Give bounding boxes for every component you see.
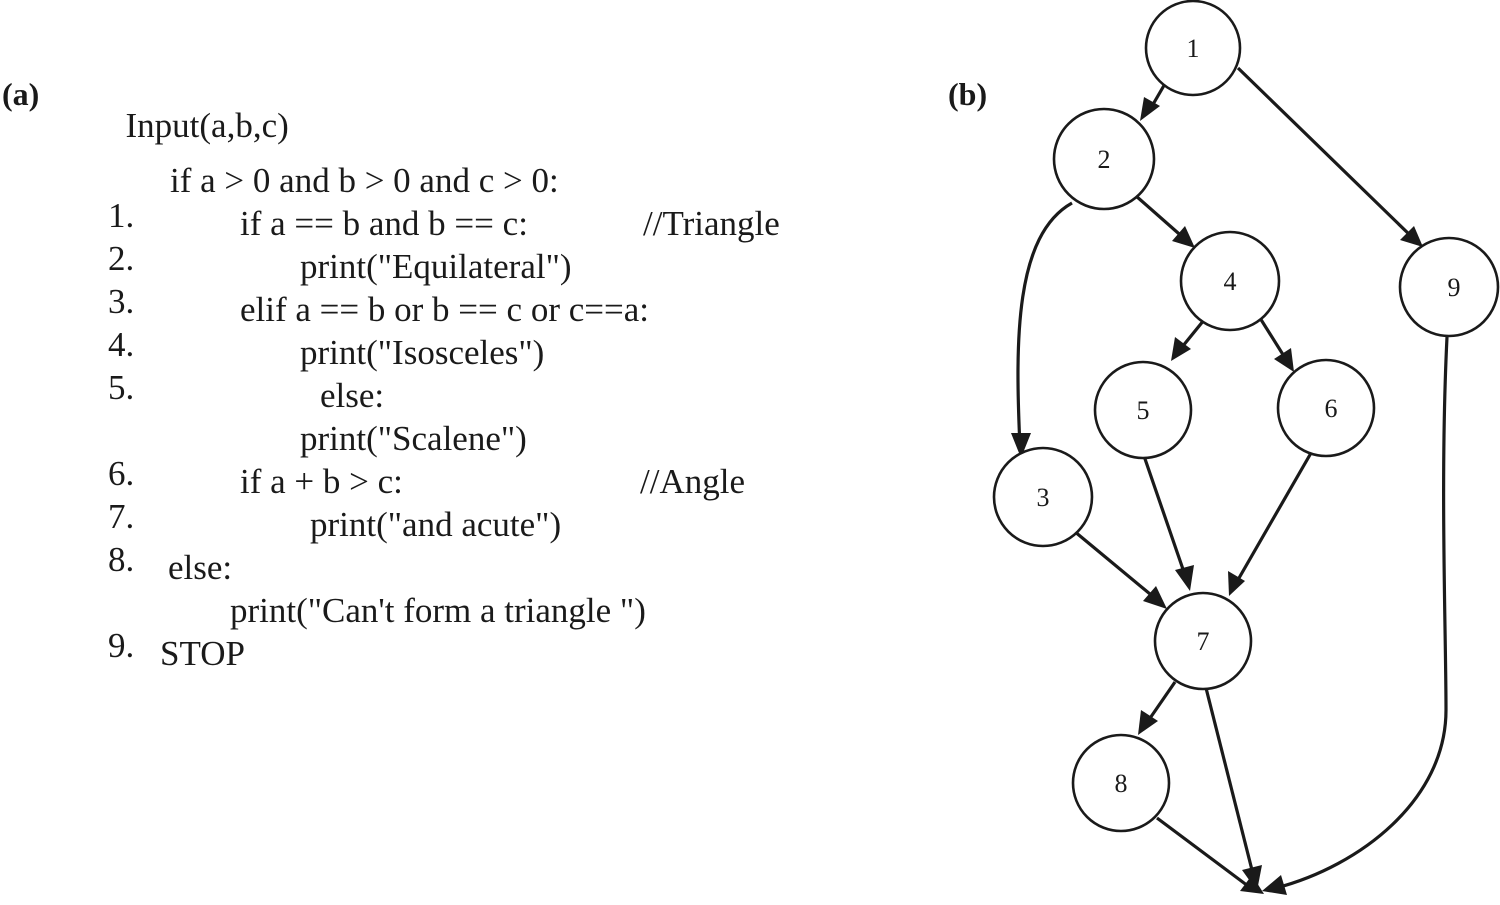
code-text: print("Can't form a triangle ")	[230, 591, 646, 630]
line-number: 8.	[108, 540, 135, 579]
code-text: Input(a,b,c)	[125, 106, 289, 145]
edge-2-4	[1134, 194, 1188, 242]
code-line: 1. if a > 0 and b > 0 and c > 0:	[0, 163, 559, 268]
node-label: 4	[1224, 267, 1237, 296]
node-label: 1	[1187, 34, 1200, 63]
code-text: elif a == b or b == c or c==a:	[240, 290, 649, 329]
node-4: 4	[1179, 230, 1281, 332]
node-8: 8	[1071, 733, 1171, 833]
arrowhead-6	[1274, 348, 1294, 372]
code-text: else:	[320, 376, 385, 415]
panel-a-label: (a)	[2, 76, 40, 112]
arrowhead-4	[1172, 226, 1195, 248]
edge-5-7	[1142, 455, 1188, 579]
code-text: if a + b > c:	[240, 462, 403, 501]
arrowhead-8	[1138, 710, 1158, 735]
node-7: 7	[1153, 591, 1253, 691]
node-3: 3	[992, 446, 1094, 548]
code-text: print("Equilateral")	[300, 247, 572, 286]
edge-6-7	[1233, 452, 1313, 586]
node-label: 3	[1037, 483, 1050, 512]
node-label: 6	[1325, 394, 1338, 423]
edge-2-3	[1016, 201, 1073, 448]
code-line: else:	[0, 378, 384, 448]
code-text: print("Isosceles")	[300, 333, 545, 372]
node-label: 9	[1448, 273, 1461, 302]
code-input-line: Input(a,b,c)	[108, 108, 289, 178]
code-line: 4. elif a == b or b == c or c==a:	[0, 292, 649, 397]
code-text: if a > 0 and b > 0 and c > 0:	[170, 161, 559, 200]
node-9: 9	[1398, 236, 1500, 338]
arrowhead-3	[1011, 433, 1031, 458]
line-number: 2.	[108, 239, 135, 278]
node-label: 2	[1098, 145, 1111, 174]
code-comment: //Triangle	[643, 204, 780, 243]
code-line: STOP	[0, 636, 245, 706]
code-line: 5. print("Isosceles")	[0, 335, 544, 440]
edge-1-9	[1236, 66, 1415, 240]
arrowhead-7b	[1175, 565, 1194, 591]
arrowhead-7a	[1143, 586, 1167, 609]
line-number: 7.	[108, 497, 135, 536]
edge-3-7	[1072, 529, 1158, 601]
arrowhead-7c	[1228, 571, 1245, 596]
arrowhead-5	[1171, 337, 1191, 361]
code-text: STOP	[160, 634, 245, 673]
code-line: 2. if a == b and b == c: //Triangle	[0, 206, 780, 346]
code-text: else:	[168, 548, 233, 587]
node-2: 2	[1052, 107, 1156, 211]
edge-9-end	[1275, 336, 1449, 890]
arrowhead-2	[1140, 97, 1160, 121]
line-number: 1.	[108, 196, 135, 235]
line-number: 3.	[108, 282, 135, 321]
code-line: 9. print("Can't form a triangle ")	[0, 593, 646, 698]
line-number: 4.	[108, 325, 135, 364]
edge-7-end	[1204, 687, 1256, 879]
code-line: else:	[0, 550, 232, 620]
arrowhead-end-b	[1240, 875, 1264, 894]
line-number: 5.	[108, 368, 135, 407]
code-text: print("and acute")	[310, 505, 562, 544]
code-comment: //Angle	[640, 462, 745, 501]
node-5: 5	[1093, 360, 1193, 460]
node-1: 1	[1144, 0, 1242, 97]
node-label: 8	[1115, 769, 1128, 798]
code-line: 3. print("Equilateral")	[0, 249, 572, 354]
line-number: 6.	[108, 454, 135, 493]
arrowhead-9	[1400, 226, 1423, 247]
code-line: 7. if a + b > c: //Angle	[0, 464, 745, 604]
line-number: 9.	[108, 626, 135, 665]
code-line: 8. print("and acute")	[0, 507, 561, 612]
code-line: 6. print("Scalene")	[0, 421, 527, 526]
edge-8-end	[1156, 816, 1249, 888]
code-text: if a == b and b == c:	[240, 204, 528, 243]
node-label: 5	[1137, 396, 1150, 425]
code-text: print("Scalene")	[300, 419, 527, 458]
node-label: 7	[1197, 627, 1210, 656]
arrowhead-end-c	[1262, 875, 1287, 895]
node-6: 6	[1276, 358, 1376, 458]
panel-b-label: (b)	[948, 76, 988, 112]
